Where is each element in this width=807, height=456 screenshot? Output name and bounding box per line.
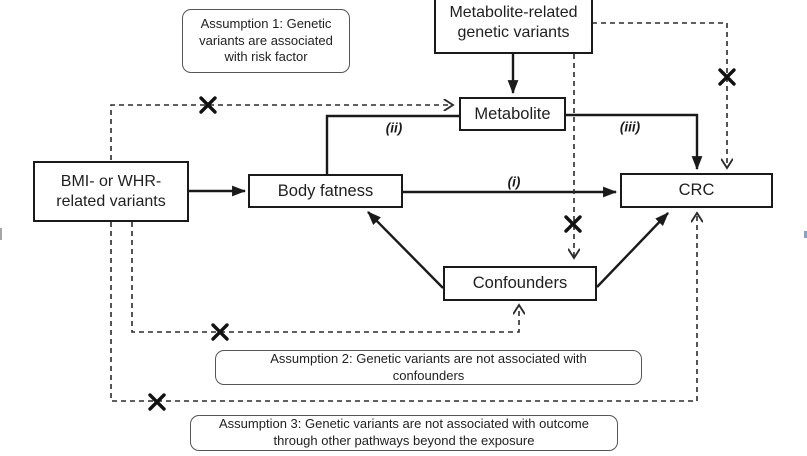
dashed-path-bmi-variants-to-metabolite: [110, 105, 453, 160]
x-mark-icon-bmi-metabolite: [199, 96, 217, 114]
arrow-confounders-to-crc: [596, 212, 669, 288]
line-body-fatness-to-metabolite: [325, 114, 459, 176]
arrow-metabolite-to-crc: [566, 113, 703, 171]
x-mark-icon-metabolite-variants-crc: [718, 68, 736, 86]
edge-label-i: (i): [507, 174, 521, 190]
node-metabolite-related-genetic-variants: Metabolite-related genetic variants: [434, 0, 593, 54]
edge-label-ii: (ii): [385, 120, 403, 136]
dashed-path-metabolite-variants-to-crc: [592, 22, 727, 168]
node-body-fatness: Body fatness: [248, 174, 403, 208]
assumption-1-callout: Assumption 1: Genetic variants are assoc…: [182, 9, 350, 73]
dashed-path-bmi-variants-to-crc: [110, 213, 697, 402]
node-bmi-or-whr-related-variants: BMI- or WHR- related variants: [33, 161, 189, 222]
node-crc: CRC: [620, 173, 773, 208]
arrow-confounders-to-body-fatness: [367, 211, 444, 289]
right-edge-artifact: [804, 231, 807, 238]
assumption-3-callout: Assumption 3: Genetic variants are not a…: [190, 415, 618, 451]
x-mark-icon-bmi-crc: [148, 393, 166, 411]
x-mark-icon-bmi-confounders: [211, 323, 229, 341]
dashed-path-bmi-variants-to-confounders: [131, 222, 519, 333]
edge-label-iii: (iii): [619, 119, 641, 135]
node-confounders: Confounders: [443, 266, 597, 301]
left-edge-artifact: [0, 228, 2, 240]
assumption-2-callout: Assumption 2: Genetic variants are not a…: [215, 350, 642, 385]
node-metabolite: Metabolite: [459, 97, 566, 131]
x-mark-icon-metabolite-variants-confounders: [564, 215, 582, 233]
